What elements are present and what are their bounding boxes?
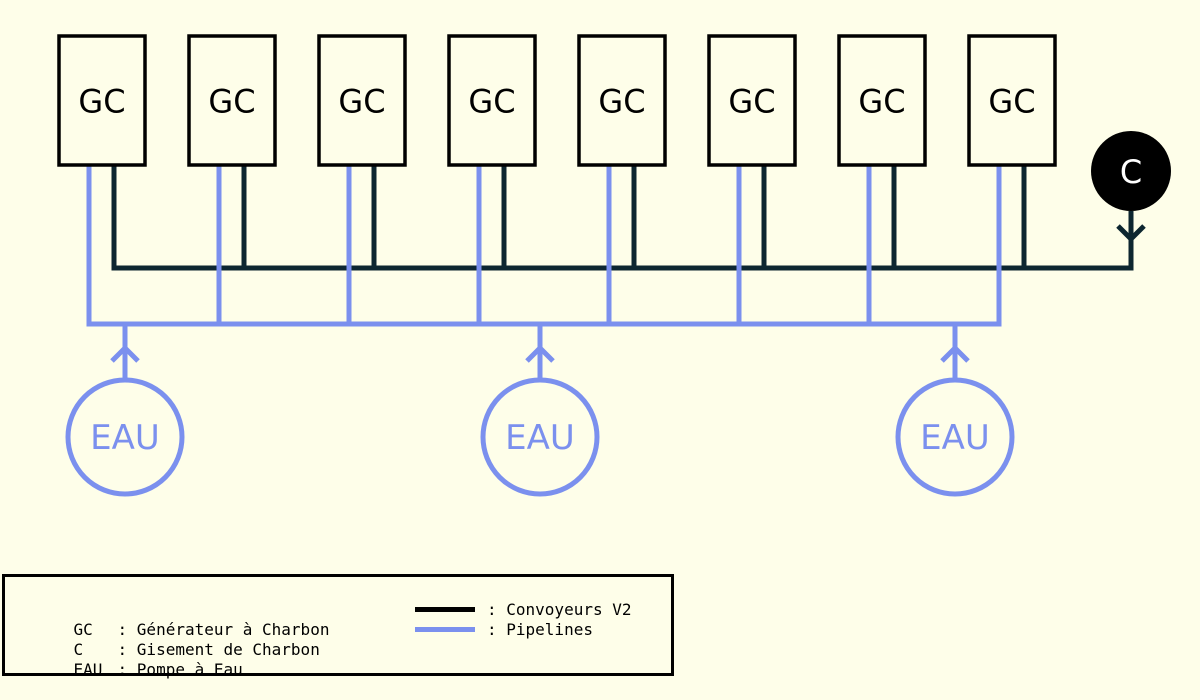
legend-item-water: EAU: Pompe à Eau bbox=[35, 640, 243, 700]
generator-box bbox=[187, 34, 277, 167]
legend-sep: : bbox=[117, 660, 137, 679]
coal-node bbox=[1091, 131, 1171, 211]
generator-label: GC bbox=[598, 83, 645, 121]
generator-box bbox=[57, 34, 147, 167]
legend-sep: : bbox=[117, 620, 137, 639]
generator-label: GC bbox=[78, 83, 125, 121]
generator-box bbox=[967, 34, 1057, 167]
pipeline-arrow-icon bbox=[110, 344, 140, 363]
water-pump-label: EAU bbox=[920, 418, 990, 458]
pipeline-arrow-icon bbox=[940, 344, 970, 363]
legend-desc: Générateur à Charbon bbox=[136, 620, 330, 639]
water-pump-label: EAU bbox=[505, 418, 575, 458]
legend-abbr: GC bbox=[73, 620, 93, 639]
diagram-canvas: GC GC GC GC GC GC GC GC C EAU EAU EAU bbox=[57, 34, 1171, 497]
generator-label: GC bbox=[468, 83, 515, 121]
generator-label: GC bbox=[338, 83, 385, 121]
legend-desc: Gisement de Charbon bbox=[136, 640, 320, 659]
generator-box bbox=[707, 34, 797, 167]
generator-box bbox=[837, 34, 927, 167]
water-pump-label: EAU bbox=[90, 418, 160, 458]
legend-item-coal: C: Gisement de Charbon bbox=[35, 620, 320, 680]
legend-abbr: EAU bbox=[73, 660, 103, 679]
legend-abbr: C bbox=[73, 640, 84, 659]
water-pump-node bbox=[895, 377, 1015, 497]
conveyor-arrow-icon bbox=[1116, 224, 1146, 243]
pipeline-legend-swatch bbox=[415, 627, 475, 632]
water-pump-node bbox=[65, 377, 185, 497]
legend-line-pipeline: : Pipelines bbox=[487, 620, 593, 639]
factory-diagram: GC GC GC GC GC GC GC GC C EAU EAU EAU bbox=[57, 34, 1171, 497]
legend: GC: Générateur à Charbon C: Gisement de … bbox=[2, 574, 674, 679]
coal-label: C bbox=[1120, 153, 1142, 191]
generator-label: GC bbox=[728, 83, 775, 121]
legend-desc: Pompe à Eau bbox=[136, 660, 243, 679]
generator-box bbox=[577, 34, 667, 167]
generator-box bbox=[447, 34, 537, 167]
conveyor-legend-swatch bbox=[415, 607, 475, 612]
generator-label: GC bbox=[208, 83, 255, 121]
legend-item-generator: GC: Générateur à Charbon bbox=[35, 600, 330, 660]
generator-box bbox=[317, 34, 407, 167]
pipeline-arrow-icon bbox=[525, 344, 555, 363]
legend-sep: : bbox=[117, 640, 137, 659]
generator-label: GC bbox=[988, 83, 1035, 121]
generator-label: GC bbox=[858, 83, 905, 121]
legend-line-conveyor: : Convoyeurs V2 bbox=[487, 600, 632, 619]
water-pump-node bbox=[480, 377, 600, 497]
